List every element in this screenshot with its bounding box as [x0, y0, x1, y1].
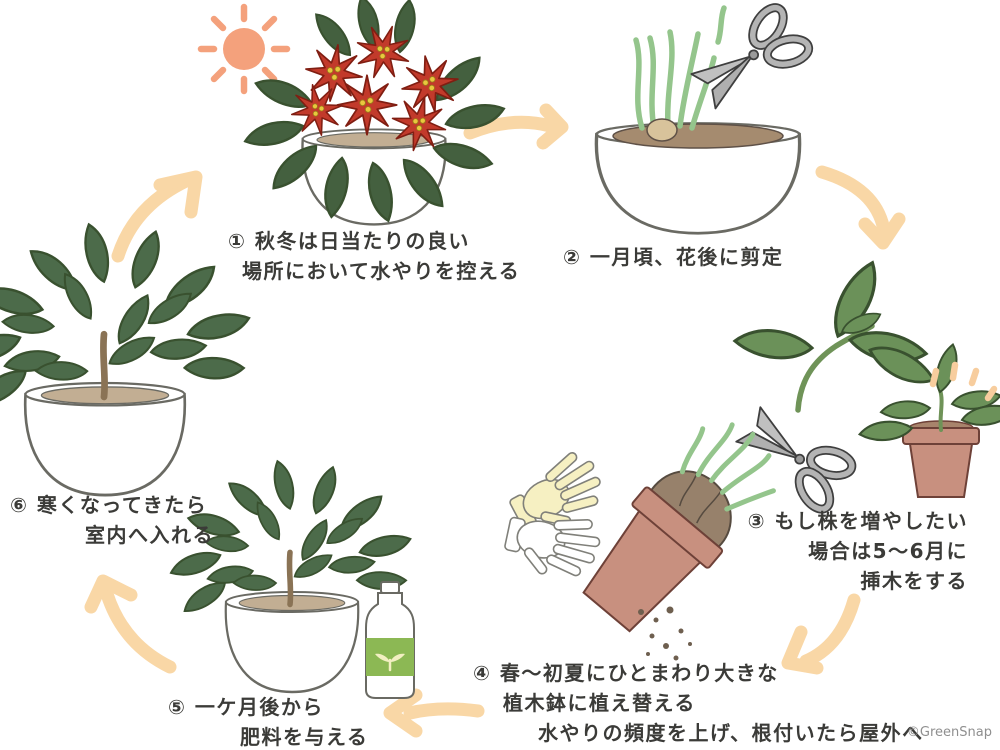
arrow-step4-to-step5 [383, 688, 485, 738]
fertilizer-bottle [365, 581, 415, 699]
step-4-line-2: 植木鉢に植え替える [503, 691, 696, 715]
step-1-line-2: 場所において水やりを控える [242, 259, 521, 283]
step-2-label: ② 一月頃、花後に剪定 [563, 242, 783, 272]
step-3-label: ③ もし株を増やしたい 場合は5〜6月に 挿木をする [740, 506, 968, 596]
arrow-step1-to-step2 [463, 103, 569, 150]
step-3-line-2: 場合は5〜6月に [808, 539, 968, 563]
step-4-label: ④ 春〜初夏にひとまわり大きな 植木鉢に植え替える 水やりの頻度を上げ、根付いた… [473, 658, 924, 748]
cutting-in-terracotta-pot [858, 342, 1000, 498]
poinsettia-in-white-pot [244, 0, 505, 226]
stem-cutting-with-leaves [731, 258, 938, 413]
step-5-label: ⑤ 一ケ月後から 肥料を与える [168, 692, 368, 750]
sun-icon [197, 3, 291, 95]
step-3-line-3: 挿木をする [860, 569, 968, 593]
step-3-line-1: ③ もし株を増やしたい [747, 509, 968, 533]
step-2-line-1: ② 一月頃、花後に剪定 [563, 245, 784, 269]
step-5-line-1: ⑤ 一ケ月後から [168, 695, 324, 719]
sprout-icon [375, 653, 405, 672]
pruned-stems-in-white-pot [594, 5, 802, 235]
scissors-icon [683, 0, 818, 120]
soil-crumbs [638, 606, 692, 661]
step-6-line-1: ⑥ 寒くなってきたら [10, 493, 208, 517]
step-6-line-2: 室内へ入れる [85, 523, 214, 547]
step-1-label: ① 秋冬は日当たりの良い 場所において水やりを控える [228, 226, 520, 286]
leafy-plant-in-white-pot [0, 224, 249, 497]
arrow-step3-to-step4 [781, 593, 861, 675]
step-4-line-3: 水やりの頻度を上げ、根付いたら屋外へ [538, 721, 924, 745]
step-5-line-2: 肥料を与える [240, 725, 369, 749]
credit-text: ©GreenSnap [906, 725, 992, 740]
tilted-terracotta-pot-with-rootball [582, 422, 776, 633]
arrow-step5-to-step6 [84, 574, 177, 674]
sparkles-icon [929, 361, 998, 402]
arrow-step2-to-step3 [815, 165, 906, 250]
step-4-line-1: ④ 春〜初夏にひとまわり大きな [473, 661, 779, 685]
step-6-label: ⑥ 寒くなってきたら 室内へ入れる [10, 490, 214, 550]
arrow-step6-to-step1 [111, 170, 203, 263]
step-1-line-1: ① 秋冬は日当たりの良い [228, 229, 470, 253]
